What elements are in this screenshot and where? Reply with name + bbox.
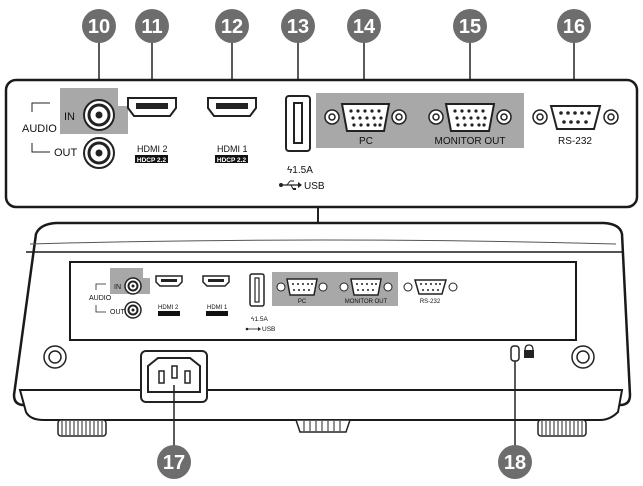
left-screw (43, 345, 67, 369)
callout-10 (82, 9, 116, 43)
callout-16-label: 16 (563, 16, 585, 38)
proj-rs232-label: RS-232 (420, 299, 441, 305)
hdmi-1-port (207, 97, 257, 117)
projector-body: IN AUDIO OUT HDMI 2 HDMI 1 (12, 221, 632, 437)
hdmi-2-port (127, 97, 177, 117)
proj-usb-power-label: ϟ1.5A (251, 316, 268, 323)
zoomed-io-panel: IN AUDIO OUT HDMI 2 HDCP 2.2 HD (4, 78, 639, 209)
proj-audio-in-jack (124, 277, 142, 295)
proj-audio-in-label: IN (114, 284, 121, 291)
hdmi-2-hdcp-badge: HDCP 2.2 (137, 157, 167, 164)
monitor-out-label: MONITOR OUT (435, 136, 506, 147)
audio-out-label: OUT (54, 147, 78, 159)
callout-17 (157, 445, 191, 479)
proj-usb-label: USB (262, 326, 275, 333)
kensington-slot (510, 345, 520, 362)
audio-in-jack (83, 99, 115, 131)
callout-17-label: 17 (163, 452, 185, 474)
center-foot (294, 419, 352, 433)
usb-label: USB (304, 181, 325, 192)
proj-monitor-out-vga-port (339, 278, 393, 296)
callout-16 (557, 9, 591, 43)
proj-monitor-out-label: MONITOR OUT (345, 299, 388, 305)
callout-14 (347, 9, 381, 43)
callout-13-label: 13 (287, 16, 309, 38)
callout-11 (135, 9, 169, 43)
audio-label: AUDIO (22, 123, 57, 135)
proj-pc-label: PC (298, 299, 307, 305)
right-foot (537, 419, 587, 437)
usb-power-label: ϟ1.5A (287, 165, 313, 176)
callout-12 (215, 9, 249, 43)
callout-group-top: 10 11 12 13 14 15 16 (82, 9, 591, 96)
callout-11-label: 11 (141, 16, 162, 38)
rs232-label: RS-232 (558, 136, 592, 147)
audio-out-jack (83, 137, 115, 169)
callout-15-label: 15 (459, 16, 481, 38)
right-screw (571, 345, 595, 369)
usb-icon (279, 180, 302, 190)
callout-14-label: 14 (353, 16, 376, 38)
callout-group-bottom: 17 18 (157, 361, 532, 479)
proj-audio-out-jack (124, 301, 142, 319)
lock-icon (524, 344, 534, 358)
left-foot (57, 419, 107, 437)
proj-pc-vga-port (276, 278, 328, 296)
proj-hdmi-1-port (202, 275, 230, 287)
callout-15 (453, 9, 487, 43)
pc-vga-port (324, 103, 407, 132)
proj-rs232-port (403, 279, 458, 295)
proj-hdmi-2-port (155, 275, 183, 287)
usb-port (285, 95, 311, 152)
hdmi-2-label: HDMI 2 (137, 144, 168, 154)
callout-18 (498, 445, 532, 479)
audio-in-label: IN (64, 111, 75, 123)
monitor-out-vga-port (428, 103, 512, 132)
proj-hdmi-2-label: HDMI 2 (158, 305, 179, 311)
proj-usb-port (249, 273, 265, 307)
rs232-port (532, 105, 619, 130)
hdmi-1-hdcp-badge: HDCP 2.2 (217, 157, 247, 164)
proj-usb-icon (245, 327, 261, 331)
pc-label: PC (359, 136, 373, 147)
callout-18-label: 18 (504, 452, 526, 474)
hdmi-1-label: HDMI 1 (217, 144, 248, 154)
callout-13 (281, 9, 315, 43)
proj-hdmi-1-label: HDMI 1 (207, 305, 228, 311)
proj-audio-label: AUDIO (89, 295, 112, 302)
callout-10-label: 10 (88, 16, 110, 38)
callout-12-label: 12 (221, 16, 243, 38)
proj-audio-out-label: OUT (110, 309, 126, 316)
